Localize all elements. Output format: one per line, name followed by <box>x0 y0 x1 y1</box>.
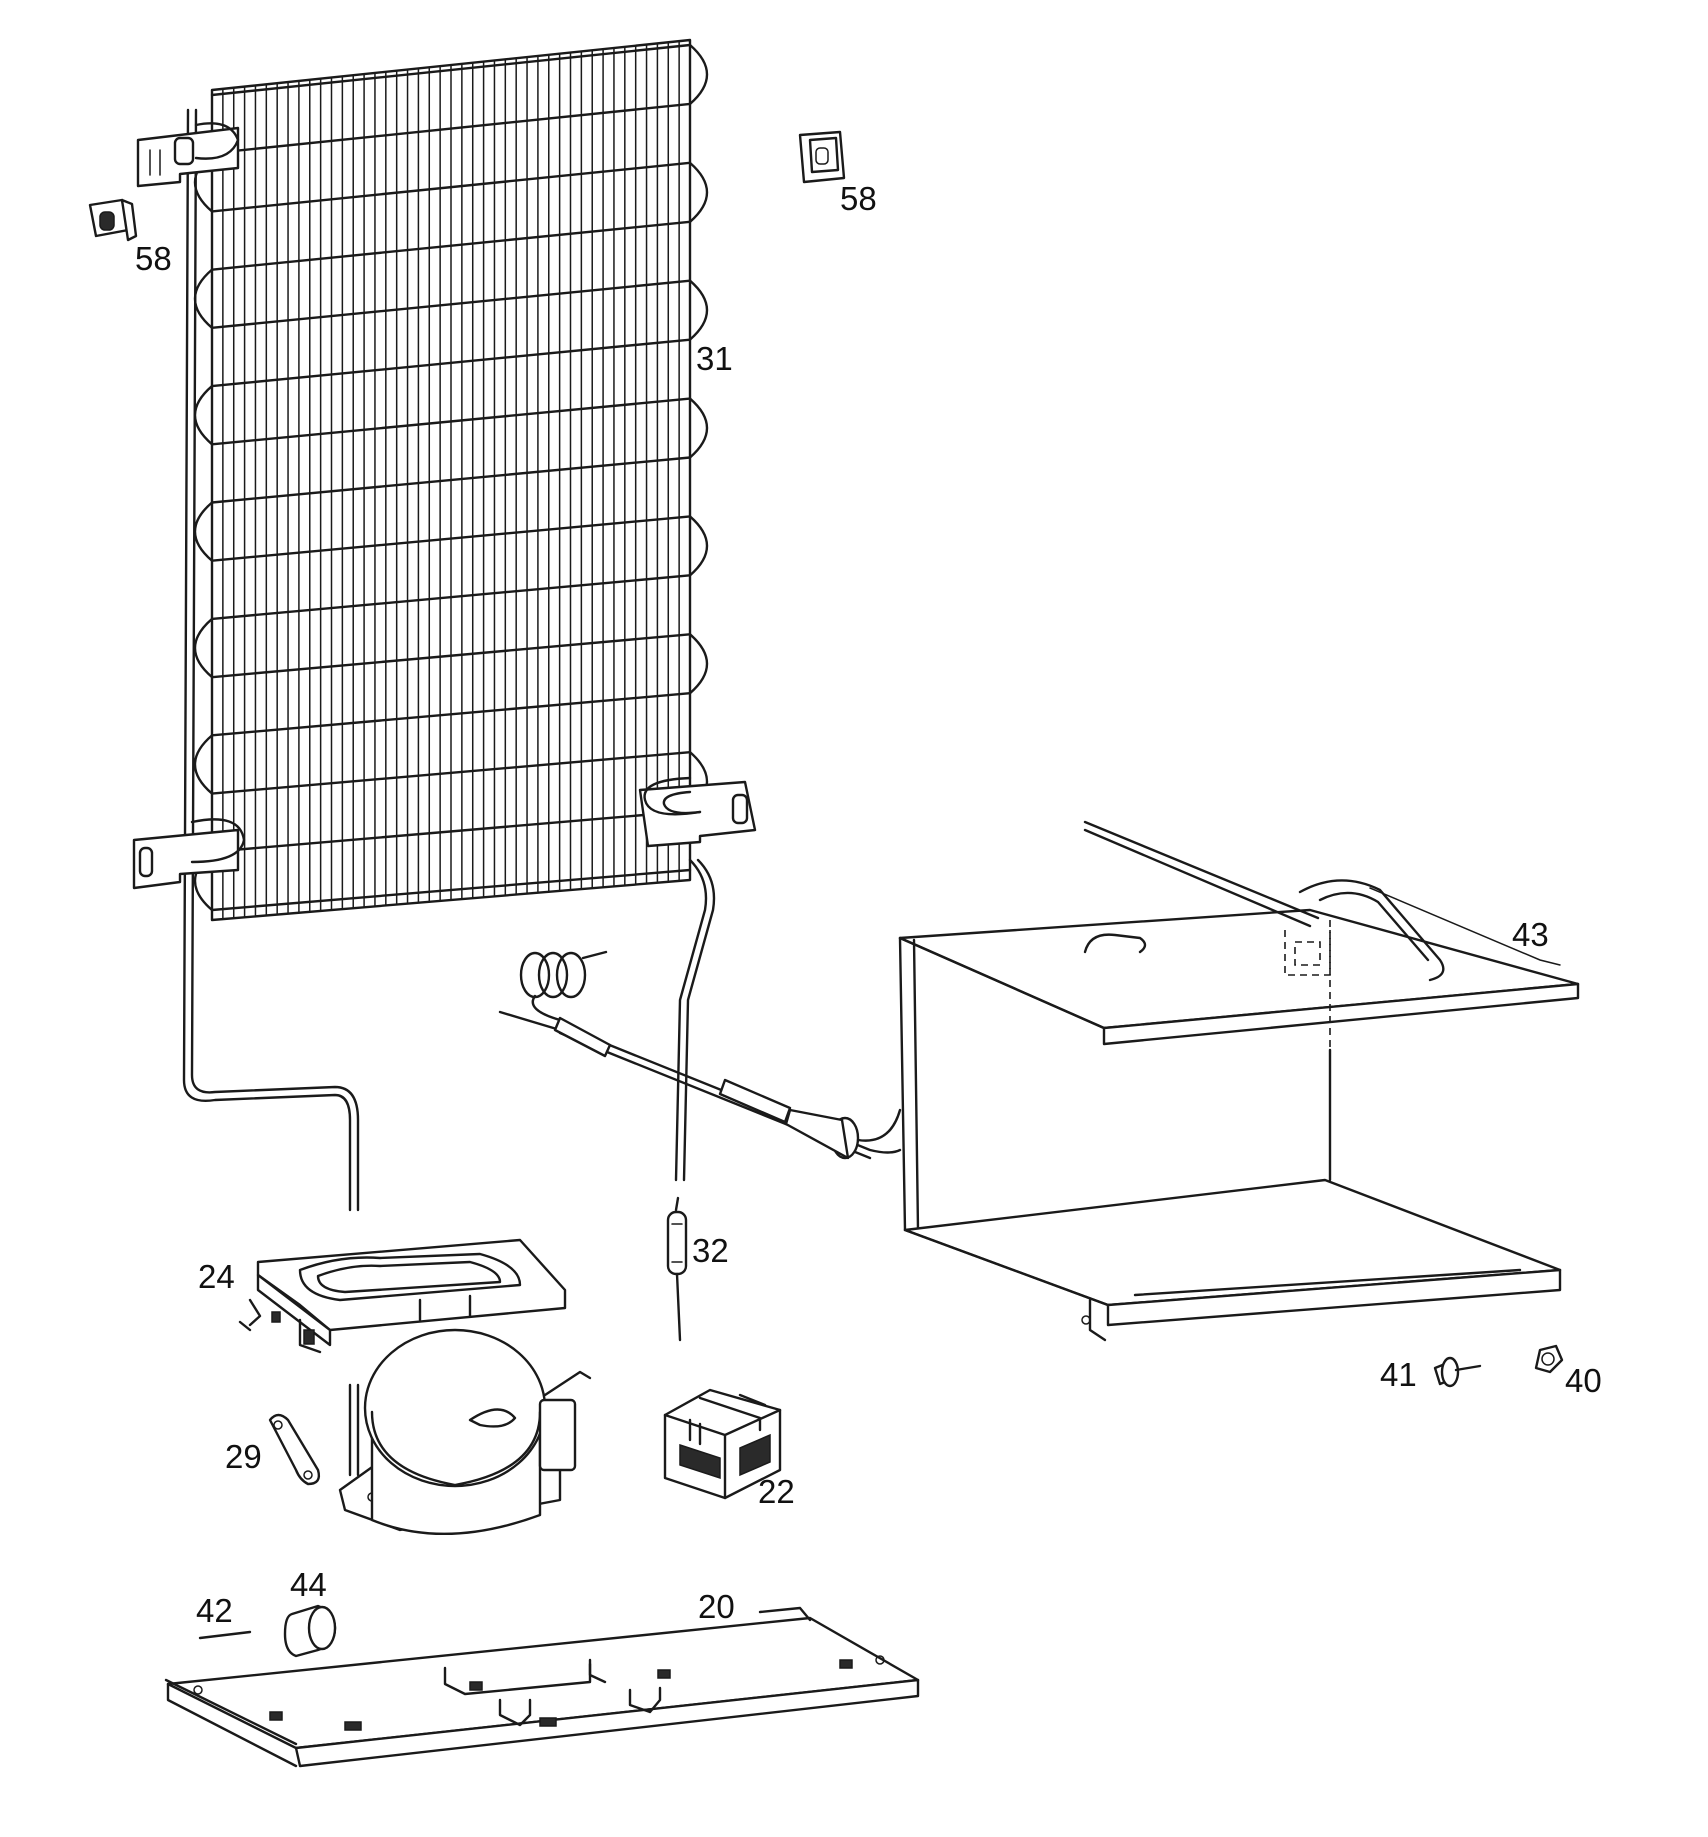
pin[interactable] <box>198 1630 252 1640</box>
base-plate[interactable] <box>164 1606 920 1768</box>
condenser-tube <box>210 397 692 446</box>
condenser-bend-right <box>688 279 708 341</box>
rubber-damper[interactable] <box>283 1604 337 1658</box>
condenser-bend-right <box>688 43 708 106</box>
condenser-tube <box>210 43 692 97</box>
callout-58-right: 58 <box>840 180 877 217</box>
condenser-bracket-right[interactable] <box>638 776 757 848</box>
nut[interactable] <box>1534 1344 1564 1374</box>
condenser-coil[interactable] <box>182 38 716 1212</box>
condenser-bend-right <box>688 397 708 459</box>
condenser-bend-left <box>194 384 214 446</box>
callout-24: 24 <box>198 1258 235 1295</box>
condenser-bracket-bottom-left[interactable] <box>132 818 246 890</box>
condenser-tube <box>210 868 692 912</box>
callout-labels: 58 58 31 43 32 24 29 22 41 40 44 42 20 <box>135 180 1602 1629</box>
callout-43: 43 <box>1512 916 1549 953</box>
condenser-tube <box>210 102 692 155</box>
compressor-bracket[interactable] <box>238 1238 567 1354</box>
mounting-clip-left[interactable] <box>88 198 138 242</box>
thermostat-sensor[interactable] <box>666 1196 688 1342</box>
condenser-tube <box>210 338 692 388</box>
condenser-bracket-top-left[interactable] <box>136 122 240 188</box>
overload-fuse[interactable] <box>268 1413 321 1486</box>
callout-22: 22 <box>758 1473 795 1510</box>
condenser-tube <box>210 456 692 504</box>
condenser-bend-left <box>194 501 214 562</box>
condenser-tube <box>210 515 692 562</box>
condenser-bend-right <box>688 515 708 577</box>
condenser-bend-left <box>194 734 214 795</box>
callout-40: 40 <box>1565 1362 1602 1399</box>
condenser-bend-right <box>688 161 708 223</box>
condenser-fins <box>222 40 680 920</box>
screw[interactable] <box>1433 1356 1482 1388</box>
condenser-tube-loops <box>194 43 708 912</box>
callout-41: 41 <box>1380 1356 1417 1393</box>
callout-29: 29 <box>225 1438 262 1475</box>
condenser-tube <box>210 633 692 679</box>
callout-58-left: 58 <box>135 240 172 277</box>
condenser-tube <box>210 279 692 330</box>
condenser-tube <box>210 809 692 853</box>
condenser-tube <box>210 750 692 795</box>
condenser-tube <box>210 220 692 271</box>
mounting-clip-right[interactable] <box>798 130 846 184</box>
callout-20: 20 <box>698 1588 735 1625</box>
base-plate-cutouts <box>193 1655 885 1731</box>
capillary-tube[interactable] <box>498 950 902 1160</box>
callout-42: 42 <box>196 1592 233 1629</box>
starter-relay[interactable] <box>663 1388 782 1500</box>
callout-31: 31 <box>696 340 733 377</box>
condenser-tube <box>210 161 692 213</box>
condenser-tube <box>210 574 692 621</box>
condenser-tube <box>210 692 692 737</box>
callout-32: 32 <box>692 1232 729 1269</box>
condenser-bend-left <box>194 268 214 330</box>
evaporator-box[interactable] <box>898 820 1580 1342</box>
callout-44: 44 <box>290 1566 327 1603</box>
compressor[interactable] <box>338 1328 592 1535</box>
condenser-bend-right <box>688 633 708 695</box>
condenser-bend-left <box>194 617 214 679</box>
